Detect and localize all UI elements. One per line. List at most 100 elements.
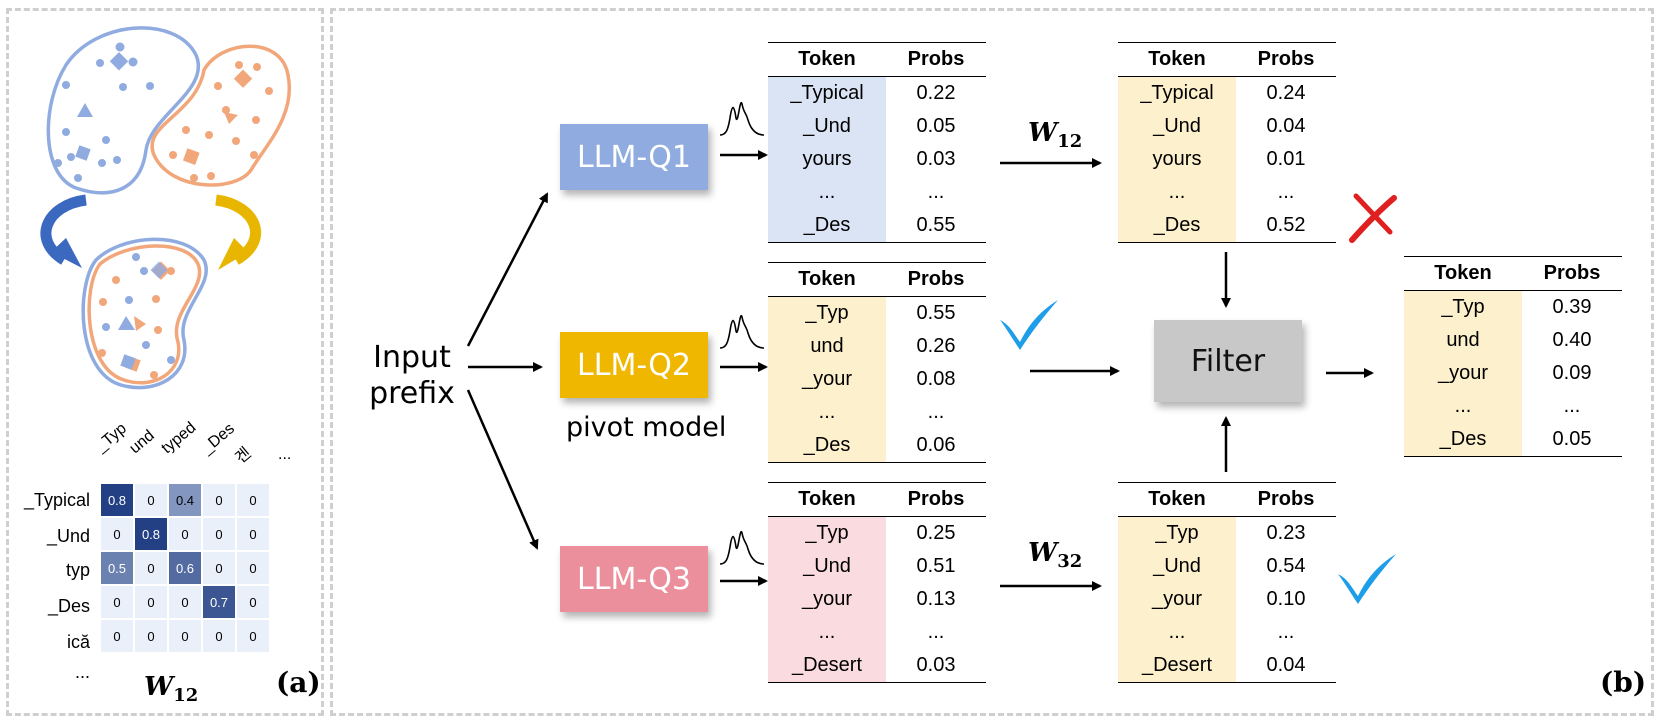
input-prefix-line: Input — [373, 340, 451, 375]
heatmap-row-label: _Typical — [23, 490, 90, 510]
prob-cell: 0.55 — [886, 209, 986, 243]
token-cell: _Des — [768, 209, 886, 243]
table-row: _Und 0.04 — [1118, 110, 1336, 143]
token-cell: _Typ — [768, 516, 886, 550]
w12-matrix-label: W12 — [144, 672, 199, 707]
heatmap-cell: 0 — [135, 484, 167, 516]
token-cell: ... — [768, 176, 886, 209]
prob-cell: 0.08 — [916, 368, 956, 390]
distribution-curve-q3 — [719, 530, 765, 565]
heatmap-cell: 0 — [203, 620, 235, 652]
accept-check-icon — [1000, 300, 1058, 350]
llm-q2-box: LLM-Q2 — [560, 332, 708, 398]
table-row: _Typ 0.55 — [768, 296, 986, 330]
heatmap-col-label: ... — [278, 446, 292, 463]
accept-check-icon — [1338, 554, 1396, 604]
llm-q1-box: LLM-Q1 — [560, 124, 708, 190]
prob-cell: ... — [927, 401, 945, 423]
table-header-token: Token — [768, 262, 886, 297]
prob-cell: 0.13 — [916, 588, 956, 610]
token-cell: _Desert — [1118, 649, 1236, 683]
heatmap-cell: 0.6 — [169, 552, 201, 584]
table-row: ...... — [768, 616, 986, 649]
token-cell: _your — [768, 583, 886, 616]
heatmap-cell: 0.5 — [101, 552, 133, 584]
token-cell: ... — [1118, 616, 1236, 649]
prob-cell: 0.55 — [916, 302, 956, 324]
heatmap-row-label: _Des — [47, 596, 90, 616]
token-cell: ... — [768, 616, 886, 649]
table-header-probs: Probs — [886, 42, 986, 77]
token-cell: _Und — [1118, 110, 1236, 143]
llm-q3-box: LLM-Q3 — [560, 546, 708, 612]
token-cell: _Typ — [768, 296, 886, 330]
token-cell: _Typ — [1118, 516, 1236, 550]
heatmap-cell: 0 — [101, 620, 133, 652]
prob-cell: 0.01 — [1266, 148, 1306, 170]
prob-cell: 0.04 — [1266, 115, 1306, 137]
table-row: yours 0.01 — [1118, 143, 1336, 176]
token-cell: _Typical — [768, 76, 886, 110]
table-header-token: Token — [1404, 256, 1522, 291]
token-cell: _Desert — [768, 649, 886, 683]
heatmap-cell: 0 — [101, 586, 133, 618]
heatmap-cell: 0 — [237, 484, 269, 516]
token-cell: _Und — [768, 110, 886, 143]
table-header-token: Token — [1118, 42, 1236, 77]
token-cell: _your — [1404, 357, 1522, 390]
arrow-input-to-q3 — [466, 389, 539, 550]
token-cell: _your — [1118, 583, 1236, 616]
token-cell: und — [1404, 324, 1522, 357]
input-prefix-label: Input prefix — [362, 340, 462, 412]
panel-a-tag: (a) — [276, 666, 321, 699]
heatmap-row-label: ică — [66, 632, 90, 652]
prob-cell: 0.23 — [1266, 522, 1306, 544]
distribution-curve-q1 — [719, 101, 765, 136]
token-cell: yours — [1118, 143, 1236, 176]
prob-cell: 0.51 — [916, 555, 956, 577]
filter-box: Filter — [1154, 320, 1302, 402]
prob-cell: ... — [1277, 181, 1295, 203]
pivot-model-label: pivot model — [566, 412, 727, 443]
prob-cell: 0.10 — [1266, 588, 1306, 610]
heatmap-cell: 0.8 — [101, 484, 133, 516]
heatmap-row-label: ... — [74, 662, 90, 682]
prob-cell: ... — [1277, 621, 1295, 643]
token-cell: _Des — [1118, 209, 1236, 243]
prob-cell: 0.54 — [1266, 555, 1306, 577]
token-cell: _your — [768, 363, 886, 396]
table-row: _Typ 0.23 — [1118, 516, 1336, 550]
heatmap-cell: 0 — [135, 552, 167, 584]
token-cell: und — [768, 330, 886, 363]
token-cell: ... — [1118, 176, 1236, 209]
prob-cell: 0.09 — [1552, 362, 1592, 384]
distribution-curve-q2 — [719, 314, 765, 349]
panel-a — [6, 8, 324, 716]
token-cell: _Typ — [1404, 290, 1522, 324]
table-header-probs: Probs — [1522, 256, 1622, 291]
prob-cell: 0.24 — [1266, 82, 1306, 104]
embedding-space-illustration — [40, 26, 292, 390]
token-cell: _Des — [1404, 423, 1522, 457]
arrow-input-to-q1 — [466, 192, 549, 347]
